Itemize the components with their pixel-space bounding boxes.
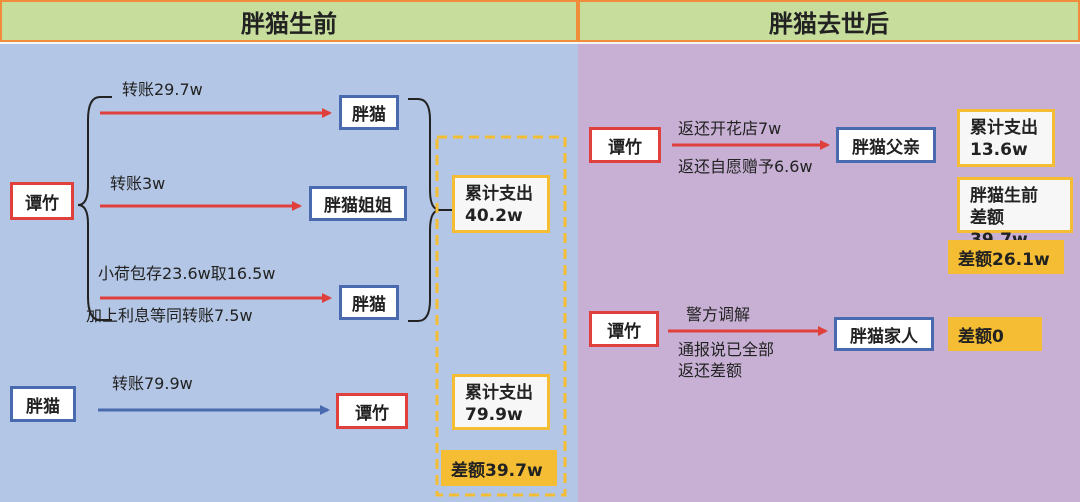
before-panel xyxy=(0,44,578,502)
total-spent-13-6: 累计支出 13.6w xyxy=(957,109,1055,167)
total-spent-value: 13.6w xyxy=(970,140,1028,160)
edge-label-notice: 通报说已全部 返还差额 xyxy=(678,339,774,381)
pre-death-gap: 胖猫生前 差额39.7w xyxy=(957,177,1073,250)
diff-0-tag: 差额0 xyxy=(948,317,1042,351)
edge-label-transfer-79-9: 转账79.9w xyxy=(112,374,193,393)
edge-label-refund-gift: 返还自愿赠予6.6w xyxy=(678,157,813,176)
total-spent-label: 累计支出 xyxy=(970,118,1038,138)
node-pangmao-source: 胖猫 xyxy=(10,386,76,422)
node-tanzhu-mediation: 谭竹 xyxy=(589,311,659,347)
node-pangmao-2: 胖猫 xyxy=(339,285,399,320)
total-spent-label: 累计支出 xyxy=(465,383,533,403)
total-spent-value: 79.9w xyxy=(465,405,523,425)
before-header: 胖猫生前 xyxy=(0,0,578,42)
node-pangmao-father: 胖猫父亲 xyxy=(836,127,936,163)
edge-label-purse-line1: 小荷包存23.6w取16.5w xyxy=(98,264,276,283)
edge-label-refund-flower-shop: 返还开花店7w xyxy=(678,119,782,138)
edge-label-police-mediation: 警方调解 xyxy=(686,305,751,324)
edge-label-purse-line2: 加上利息等同转账7.5w xyxy=(86,306,253,325)
node-pangmao-sister: 胖猫姐姐 xyxy=(309,186,407,221)
gap-label: 胖猫生前 xyxy=(970,186,1038,206)
diff-26-1-tag: 差额26.1w xyxy=(948,240,1064,274)
notice-line2: 返还差额 xyxy=(678,361,743,380)
edge-label-transfer-3: 转账3w xyxy=(110,174,166,193)
node-tanzhu-refund: 谭竹 xyxy=(589,127,661,163)
edge-label-transfer-29-7: 转账29.7w xyxy=(122,80,203,99)
total-spent-value: 40.2w xyxy=(465,206,523,226)
node-pangmao-1: 胖猫 xyxy=(339,95,399,130)
after-header: 胖猫去世后 xyxy=(578,0,1080,42)
node-pangmao-family: 胖猫家人 xyxy=(834,317,934,351)
total-spent-40-2: 累计支出 40.2w xyxy=(452,175,550,233)
total-spent-label: 累计支出 xyxy=(465,184,533,204)
total-spent-79-9: 累计支出 79.9w xyxy=(452,374,550,430)
diff-39-7-tag: 差额39.7w xyxy=(441,450,557,486)
node-tanzhu-target: 谭竹 xyxy=(336,393,408,429)
notice-line1: 通报说已全部 xyxy=(678,340,775,359)
node-tanzhu-source: 谭竹 xyxy=(10,182,74,220)
